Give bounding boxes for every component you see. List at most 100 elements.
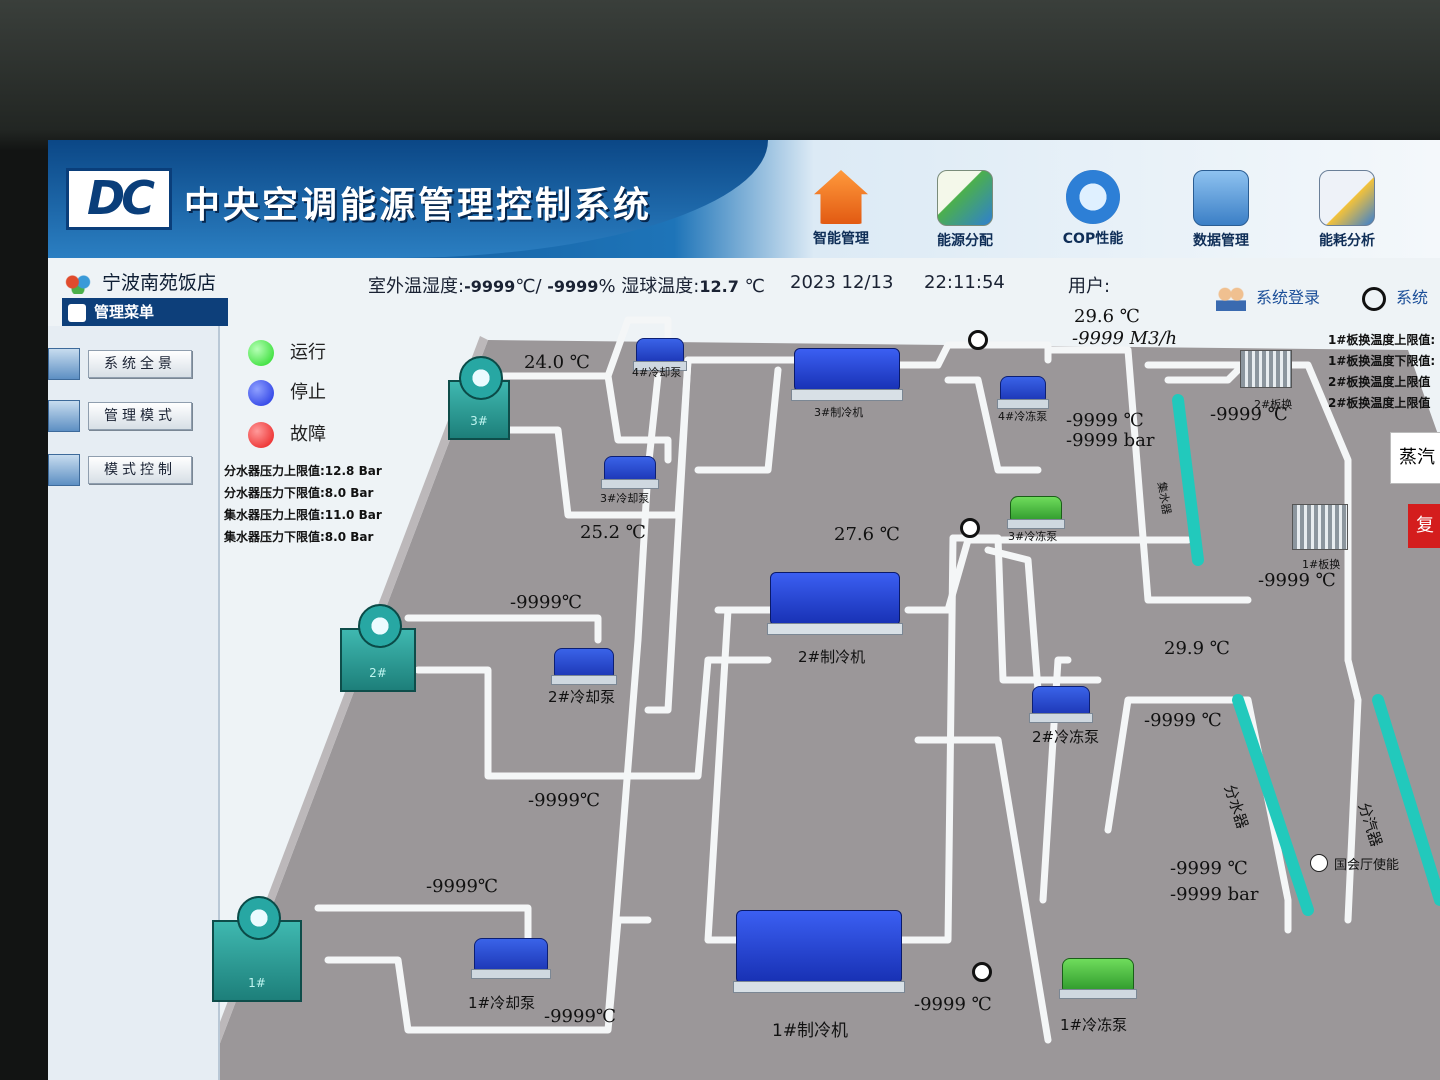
legend-label: 运行 [290,342,326,363]
temp-distributor: -9999 ℃ [1170,858,1248,879]
fan-icon [358,604,402,648]
wet-bulb-unit: ℃ [744,276,765,297]
chilled-pump-4-label: 4#冷冻泵 [998,410,1048,423]
outdoor-temp-unit: ℃/ [515,276,542,297]
temp-tower1-out: -9999℃ [426,876,499,897]
temp-hx1: -9999 ℃ [1258,570,1336,591]
nav-label: 能耗分析 [1319,233,1375,249]
nav-cop-performance[interactable]: COP性能 [1038,170,1148,248]
steam-button[interactable]: 蒸汽 [1390,432,1440,484]
chiller-base [791,389,903,401]
nav-smart-management[interactable]: 智能管理 [786,170,896,248]
chiller-1[interactable] [733,910,905,993]
cooling-pump-1[interactable] [471,938,551,979]
nav-energy-analysis[interactable]: 能耗分析 [1292,170,1402,250]
system-power-button[interactable]: 系统 [1362,284,1428,311]
limit-line: 分水器压力下限值:8.0 Bar [224,486,374,500]
cooling-pump-2[interactable] [551,648,617,685]
fan-icon [459,356,503,400]
chilled-pump-2[interactable] [1029,686,1093,723]
wet-bulb-value: 12.7 [699,277,739,296]
pump-base [551,675,617,685]
menu-management-mode[interactable]: 管理模式 [48,396,218,436]
time-display: 22:11:54 [924,272,1005,293]
plate-hx-2[interactable] [1240,350,1292,388]
cooling-pump-3[interactable] [601,456,659,489]
pressure-collector: -9999 bar [1066,430,1155,451]
globe-document-icon [937,170,993,226]
gauge-pen-icon [1066,170,1120,224]
outdoor-label: 室外温湿度: [368,276,465,297]
menu-system-overview[interactable]: 系统全景 [48,344,218,384]
temp-tower1-return: -9999℃ [544,1006,617,1027]
temp-tower2-return: -9999℃ [528,790,601,811]
menu-button[interactable]: 模式控制 [88,456,192,484]
chilled-pump-1[interactable] [1059,958,1137,999]
pump-base [471,969,551,979]
cooling-tower-2[interactable]: 2# [340,604,416,692]
limit-line: 分水器压力上限值:12.8 Bar [224,464,382,478]
valve-3[interactable] [968,330,988,350]
tower-label: 2# [369,666,387,680]
reset-button[interactable]: 复 [1408,504,1440,548]
hx-limit-line: 1#板换温度上限值: [1328,333,1436,347]
outdoor-hum-value: -9999 [547,277,599,296]
menu-header-label: 管理菜单 [94,303,155,321]
plate-hx-1[interactable] [1292,504,1348,550]
chiller-1-label: 1#制冷机 [772,1021,849,1041]
plate-hx-1-label: 1#板换 [1302,558,1341,571]
menu-button[interactable]: 系统全景 [88,350,192,378]
cooling-pump-1-label: 1#冷却泵 [468,994,536,1012]
pump-base [601,479,659,489]
valve-2[interactable] [960,518,980,538]
hmi-screen: DC 中央空调能源管理控制系统 智能管理 能源分配 COP性能 数据管理 能耗分… [48,140,1440,1080]
pressure-distributor: -9999 bar [1170,884,1259,905]
legend-stopped: 停止 [248,378,326,406]
valve-1[interactable] [972,962,992,982]
legend-fault: 故障 [248,420,326,448]
nav-label: 数据管理 [1193,233,1249,249]
date-display: 2023 12/13 [790,272,894,293]
hall-enable-radio[interactable] [1310,854,1328,872]
hx-limit-line: 2#板换温度上限值 [1328,396,1431,410]
chilled-pump-3[interactable] [1007,496,1065,529]
tower-label: 1# [248,976,266,990]
login-button[interactable]: 系统登录 [1216,284,1320,311]
cooling-tower-3[interactable]: 3# [448,356,510,440]
users-icon [1216,286,1246,311]
menu-mode-control[interactable]: 模式控制 [48,450,218,490]
floor-edge [198,336,488,1080]
fault-indicator [248,422,274,448]
menu-header: 管理菜单 [62,298,228,326]
cooling-pump-3-label: 3#冷却泵 [600,492,650,505]
cooling-tower-1[interactable]: 1# [212,896,302,1002]
chilled-pump-4[interactable] [997,376,1049,409]
nav-data-management[interactable]: 数据管理 [1166,170,1276,250]
folder-globe-icon [1193,170,1249,226]
nav-label: COP性能 [1062,231,1124,247]
cooling-pump-4[interactable] [633,338,687,371]
legend-label: 停止 [290,382,326,403]
hotel-name-text: 宁波南苑饭店 [102,272,217,294]
temp-collector: -9999 ℃ [1066,410,1144,431]
side-menu: 系统全景 管理模式 模式控制 [48,326,220,1080]
chiller-3[interactable] [791,348,903,401]
chiller-base [767,623,903,635]
temp-main-supply: 29.6 ℃ [1074,306,1140,327]
person-icon [48,400,80,432]
tower-label: 3# [470,414,488,428]
login-label: 系统登录 [1256,288,1321,307]
power-icon [1362,286,1386,311]
temp-chiller2-supply: 27.6 ℃ [834,524,900,545]
header-bar: DC 中央空调能源管理控制系统 智能管理 能源分配 COP性能 数据管理 能耗分… [48,140,1440,258]
system-label: 系统 [1396,288,1429,307]
menu-button[interactable]: 管理模式 [88,402,192,430]
legend-running: 运行 [248,338,326,366]
pump-base [997,399,1049,409]
nav-energy-distribution[interactable]: 能源分配 [910,170,1020,250]
system-floor-plan [198,316,1440,1080]
app-title: 中央空调能源管理控制系统 [184,185,653,226]
temp-chilled-pump2: -9999 ℃ [1144,710,1222,731]
chiller-2[interactable] [767,572,903,635]
